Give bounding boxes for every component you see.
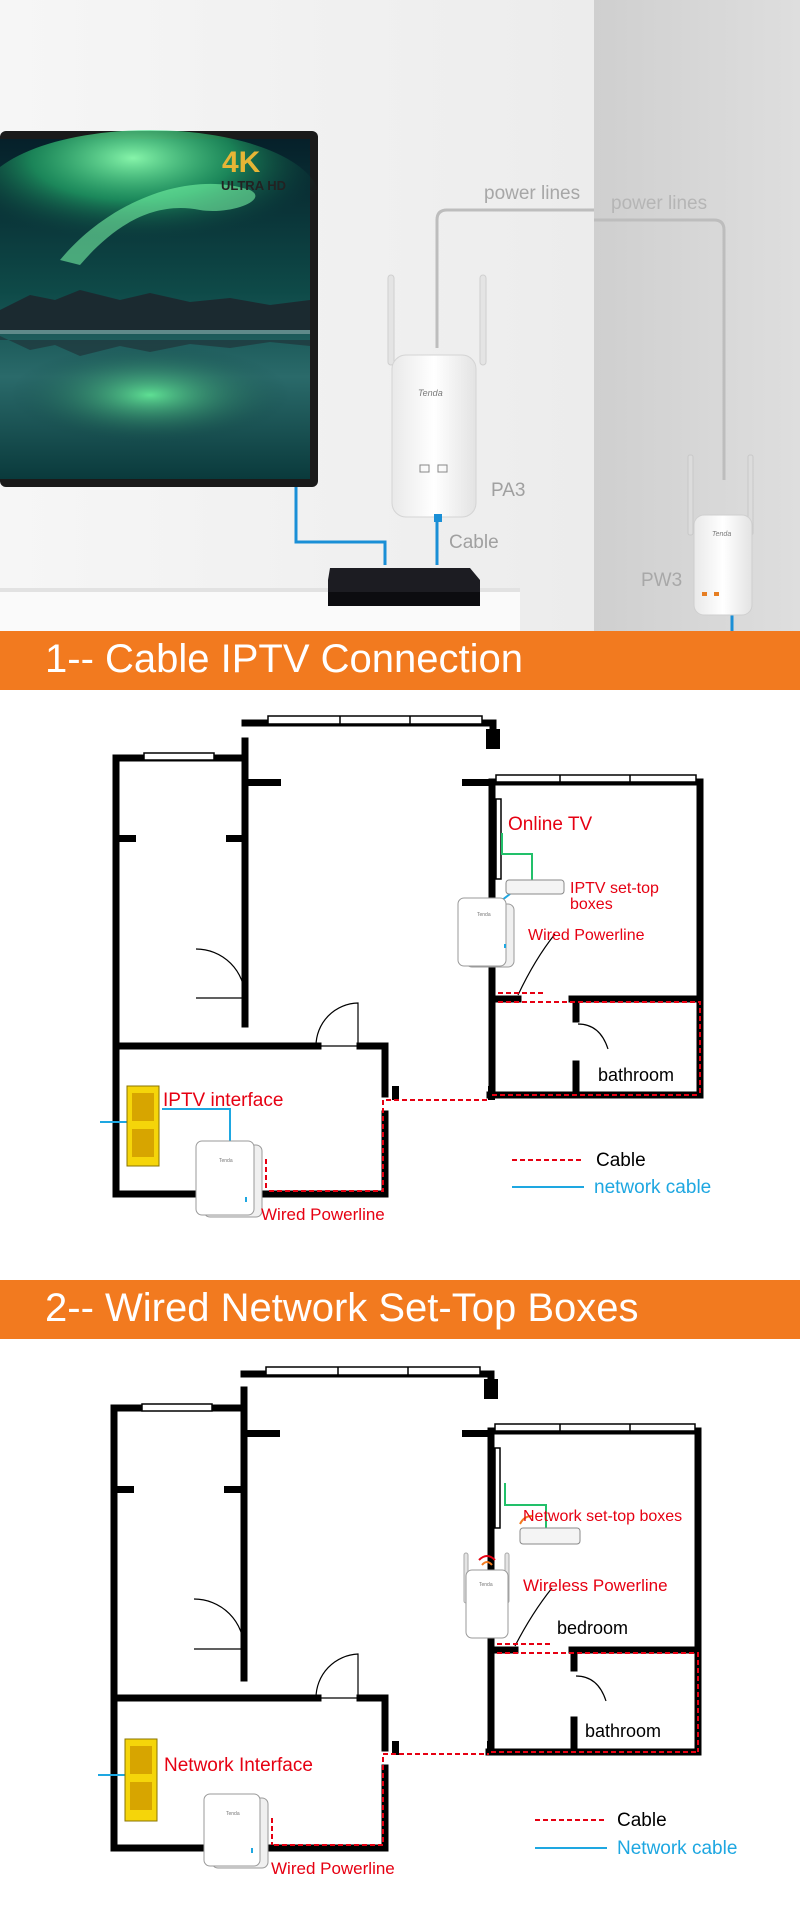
section2-title: 2-- Wired Network Set-Top Boxes — [45, 1286, 639, 1330]
iptv-stb-label-line2: boxes — [570, 896, 613, 913]
network-outlet — [124, 1738, 158, 1822]
walls — [110, 1370, 702, 1852]
hdmi-line — [504, 1483, 547, 1533]
legend: Cable network cable — [512, 1150, 711, 1198]
tv: 4K ULTRA HD — [0, 130, 320, 487]
network-interface-label: Network Interface — [164, 1755, 313, 1776]
iptv-set-top-box — [505, 879, 565, 895]
section1-title: 1-- Cable IPTV Connection — [45, 637, 524, 681]
network-stb-label: Network set-top boxes — [523, 1508, 682, 1525]
device-brand: Tenda — [479, 1582, 493, 1588]
wired-powerline-label: Wired Powerline — [271, 1859, 395, 1878]
wired-powerline-bottom-label: Wired Powerline — [261, 1205, 385, 1224]
power-lines-label-left: power lines — [484, 183, 580, 204]
walls — [112, 719, 704, 1198]
powerline-cable — [265, 992, 701, 1192]
doors — [193, 1587, 607, 1702]
set-top-box — [328, 568, 480, 606]
floor-plan-iptv: Tenda Tenda Online TV IPTV set-top boxes… — [100, 715, 711, 1224]
pw3-device: Tenda — [687, 454, 754, 616]
device-brand: Tenda — [226, 1811, 240, 1817]
network-lines — [100, 893, 511, 1144]
hero-illustration: 4K ULTRA HD power lines power lines Tend… — [0, 0, 800, 631]
pa3-brand: Tenda — [418, 388, 443, 398]
legend-network-label: network cable — [594, 1177, 711, 1198]
bedroom-label: bedroom — [557, 1618, 628, 1638]
network-set-top-box — [519, 1515, 581, 1545]
tv-badge-4k: 4K — [222, 146, 261, 179]
windows — [143, 715, 697, 880]
pa3-label: PA3 — [491, 480, 526, 501]
tv-badge-ultra-hd: ULTRA HD — [221, 178, 286, 193]
wired-powerline-device: Tenda — [203, 1793, 269, 1869]
device-brand: Tenda — [477, 912, 491, 918]
bathroom-label: bathroom — [585, 1721, 661, 1741]
wireless-powerline-device: Tenda — [463, 1552, 510, 1639]
hdmi-line — [501, 833, 533, 883]
pa3-device: Tenda — [387, 274, 487, 522]
power-lines-label-right: power lines — [611, 193, 707, 214]
iptv-stb-label-line1: IPTV set-top — [570, 880, 659, 897]
wired-powerline-device-top: Tenda — [457, 897, 515, 968]
powerline-cable — [271, 1643, 699, 1846]
wired-powerline-top-label: Wired Powerline — [528, 927, 645, 944]
pw3-brand: Tenda — [712, 531, 731, 538]
legend-cable-label: Cable — [617, 1810, 667, 1831]
power-line-cables — [435, 208, 726, 480]
doors — [195, 933, 609, 1050]
section1-banner: 1-- Cable IPTV Connection — [0, 631, 800, 690]
legend-network-label: Network cable — [617, 1838, 737, 1859]
wireless-powerline-label: Wireless Powerline — [523, 1576, 668, 1595]
online-tv-label: Online TV — [508, 814, 592, 835]
legend: Cable Network cable — [535, 1810, 737, 1859]
bathroom-label: bathroom — [598, 1065, 674, 1085]
floor-plan-network: Tenda Tenda Network set-top boxes Wirele… — [98, 1366, 737, 1878]
iptv-interface-label: IPTV interface — [163, 1090, 283, 1111]
wall-stubs — [116, 729, 500, 1100]
section2-banner: 2-- Wired Network Set-Top Boxes — [0, 1280, 800, 1339]
windows — [141, 1366, 696, 1529]
pw3-label: PW3 — [641, 570, 682, 591]
wired-powerline-device-bottom: Tenda — [195, 1140, 263, 1218]
device-brand: Tenda — [219, 1158, 233, 1164]
cable-label: Cable — [449, 532, 499, 553]
iptv-outlet — [126, 1085, 160, 1167]
legend-cable-label: Cable — [596, 1150, 646, 1171]
wall-stubs — [114, 1379, 498, 1755]
